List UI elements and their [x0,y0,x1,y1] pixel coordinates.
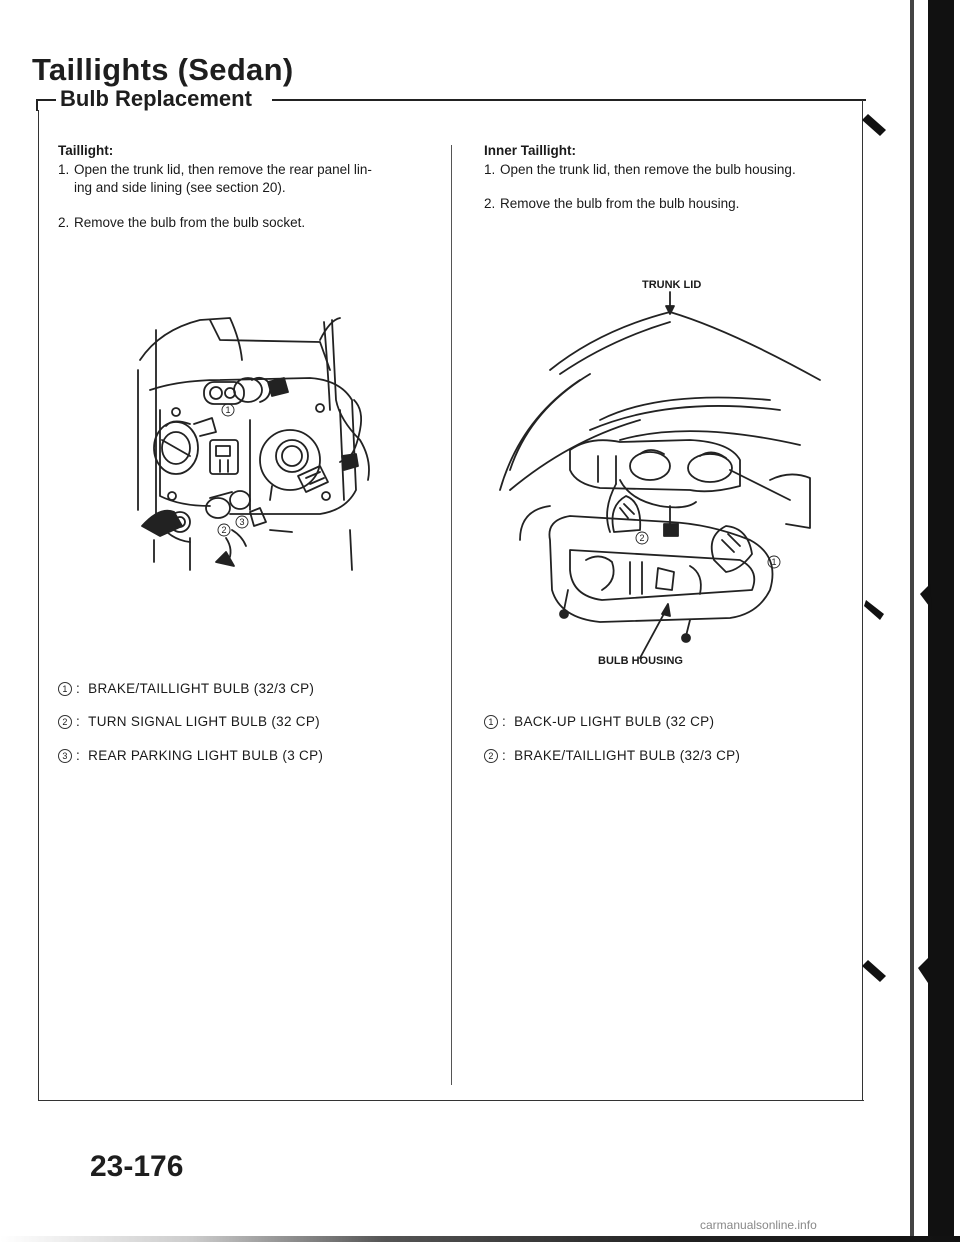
page-number: 23-176 [90,1150,184,1183]
left-heading: Taillight: [58,143,114,158]
right-legend-item-1: 1: BACK-UP LIGHT BULB (32 CP) [484,714,714,729]
callout-1: 1 [771,557,776,567]
left-step-2: 2. Remove the bulb from the bulb socket. [58,214,305,232]
step-number: 1. [484,162,496,177]
trunk-lid-label: TRUNK LID [642,279,702,291]
callout-3: 3 [239,517,244,527]
right-heading: Inner Taillight: [484,143,576,158]
step-text-cont: ing and side lining (see section 20). [74,180,286,195]
step-number: 2. [484,196,496,211]
legend-text: BRAKE/TAILLIGHT BULB (32/3 CP) [88,681,315,696]
section-rule-left [36,99,56,101]
left-step-1: 1. Open the trunk lid, then remove the re… [58,161,438,197]
edge-tab-marks [862,114,932,986]
column-divider [451,145,452,1085]
legend-text: BACK-UP LIGHT BULB (32 CP) [514,714,715,729]
page-title: Taillights (Sedan) [32,52,294,87]
frame-left-border [38,110,39,1100]
legend-text: BRAKE/TAILLIGHT BULB (32/3 CP) [514,748,741,763]
legend-mark: 1 [484,715,498,729]
watermark-text: carmanualsonline.info [700,1218,817,1232]
step-number: 1. [58,162,70,177]
step-text: Open the trunk lid, then remove the rear… [74,162,372,177]
step-text: Remove the bulb from the bulb socket. [74,215,306,230]
section-subtitle: Bulb Replacement [60,86,252,111]
left-legend-item-2: 2: TURN SIGNAL LIGHT BULB (32 CP) [58,714,320,729]
legend-text: TURN SIGNAL LIGHT BULB (32 CP) [88,714,320,729]
right-step-2: 2. Remove the bulb from the bulb housing. [484,195,739,213]
right-legend-item-2: 2: BRAKE/TAILLIGHT BULB (32/3 CP) [484,748,740,763]
legend-mark: 1 [58,682,72,696]
bulb-housing-label: BULB HOUSING [598,655,683,667]
legend-mark: 2 [58,715,72,729]
taillight-bulb-socket-illustration: 1 2 3 [137,317,370,571]
frame-right-border [862,100,863,1100]
scan-bottom-edge [0,1236,960,1242]
callout-2: 2 [221,525,226,535]
binding-edge-line [910,0,914,1242]
left-legend-item-3: 3: REAR PARKING LIGHT BULB (3 CP) [58,748,323,763]
legend-text: REAR PARKING LIGHT BULB (3 CP) [88,748,324,763]
step-number: 2. [58,215,70,230]
binding-edge-bar [928,0,954,1242]
section-rule-left-tick [36,99,38,111]
legend-mark: 3 [58,749,72,763]
step-text: Remove the bulb from the bulb housing. [500,196,740,211]
frame-bottom-border [38,1100,864,1101]
left-legend-item-1: 1: BRAKE/TAILLIGHT BULB (32/3 CP) [58,681,314,696]
step-text: Open the trunk lid, then remove the bulb… [500,162,796,177]
legend-mark: 2 [484,749,498,763]
callout-1: 1 [225,405,230,415]
right-step-1: 1. Open the trunk lid, then remove the bu… [484,161,796,179]
inner-taillight-bulb-housing-illustration: 1 2 [499,291,821,659]
section-rule-right [272,99,866,101]
callout-2: 2 [639,533,644,543]
